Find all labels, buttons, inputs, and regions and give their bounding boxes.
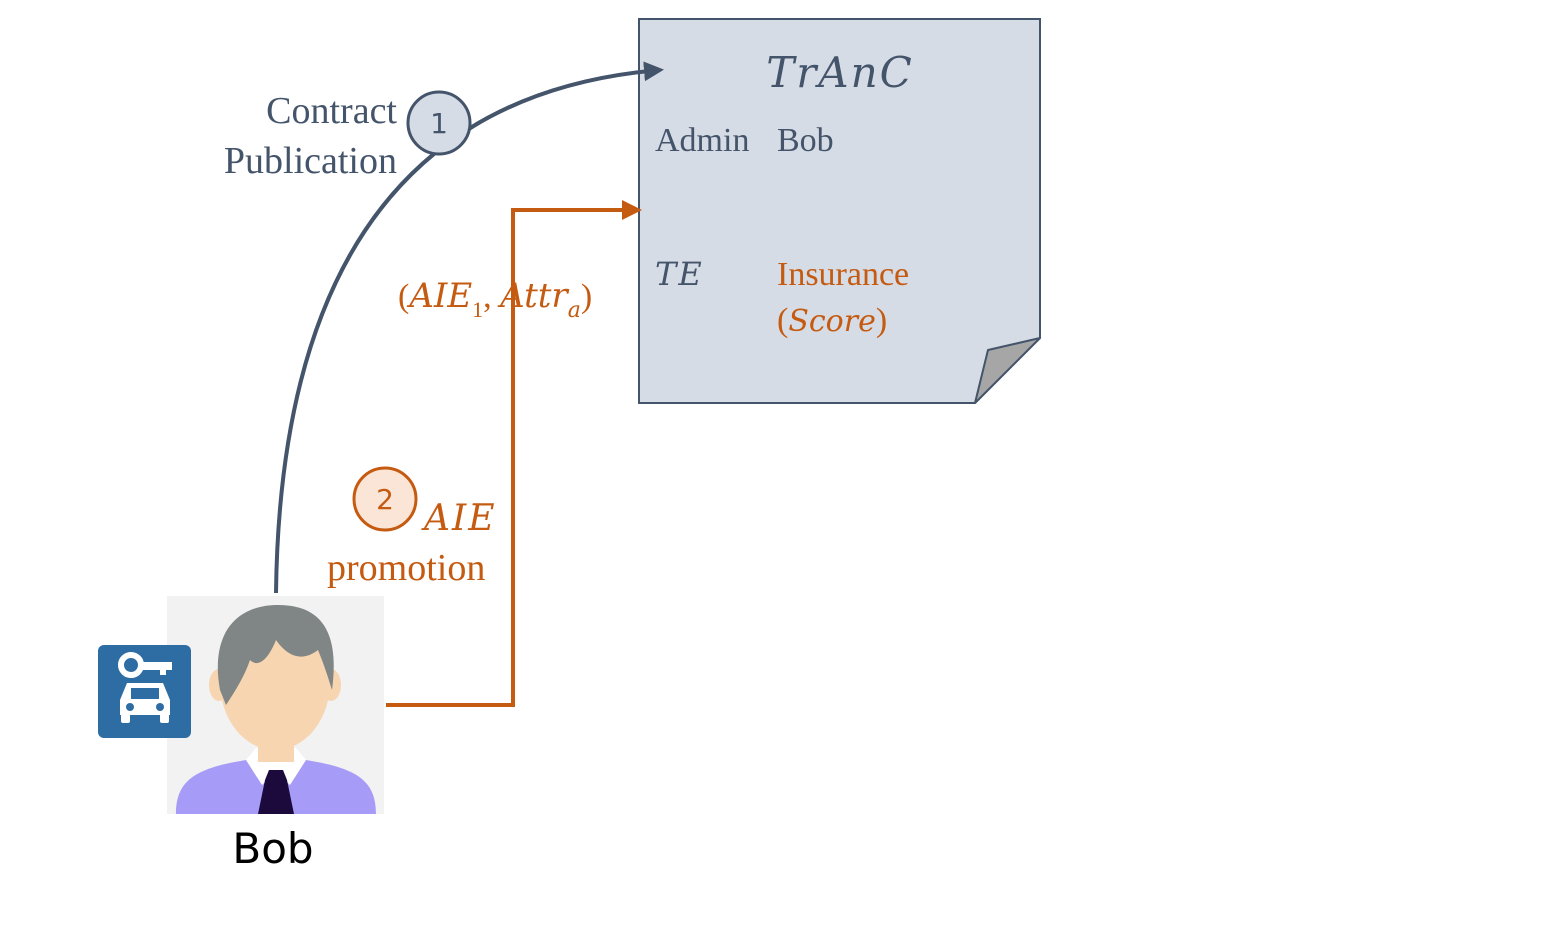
step1-number: 1 (430, 107, 448, 140)
contract-title: TrAnC (766, 48, 914, 97)
te-value-score: (Score) (777, 302, 887, 339)
admin-label: Admin (655, 122, 749, 159)
promotion-arrow (386, 200, 642, 707)
step1-label-line1: Contract (266, 90, 397, 132)
te-label: TE (655, 255, 704, 293)
te-value-insurance: Insurance (777, 256, 909, 293)
key-shaft (140, 662, 172, 675)
car-headlight-right (156, 703, 164, 711)
step2-badge (352, 466, 418, 532)
person-name: Bob (232, 824, 313, 873)
step2-label-text: promotion (327, 547, 485, 589)
step2-number: 2 (376, 483, 394, 516)
contract-document: TrAnC Admin Bob TE Insurance (Score) (638, 18, 1041, 404)
car-wheel-right (160, 713, 169, 723)
car-window (131, 688, 159, 699)
avatar-hair (217, 605, 334, 705)
admin-value: Bob (777, 122, 834, 159)
page-curl-icon (974, 337, 1041, 404)
car-wheel-left (121, 713, 130, 723)
car-key-icon (98, 645, 191, 738)
step2-label: 2 AIE promotion (327, 466, 497, 589)
publication-arrow (274, 61, 664, 594)
aie-params-label: (AIE1, Attra) (398, 276, 592, 323)
step1-label-line2: Publication (224, 140, 397, 182)
step1-label: Contract Publication 1 (224, 90, 472, 182)
person-avatar-icon (167, 596, 384, 814)
step2-label-math: AIE (421, 498, 497, 539)
step1-badge (406, 90, 472, 156)
car-headlight-left (126, 703, 134, 711)
avatar-tie (258, 770, 294, 814)
